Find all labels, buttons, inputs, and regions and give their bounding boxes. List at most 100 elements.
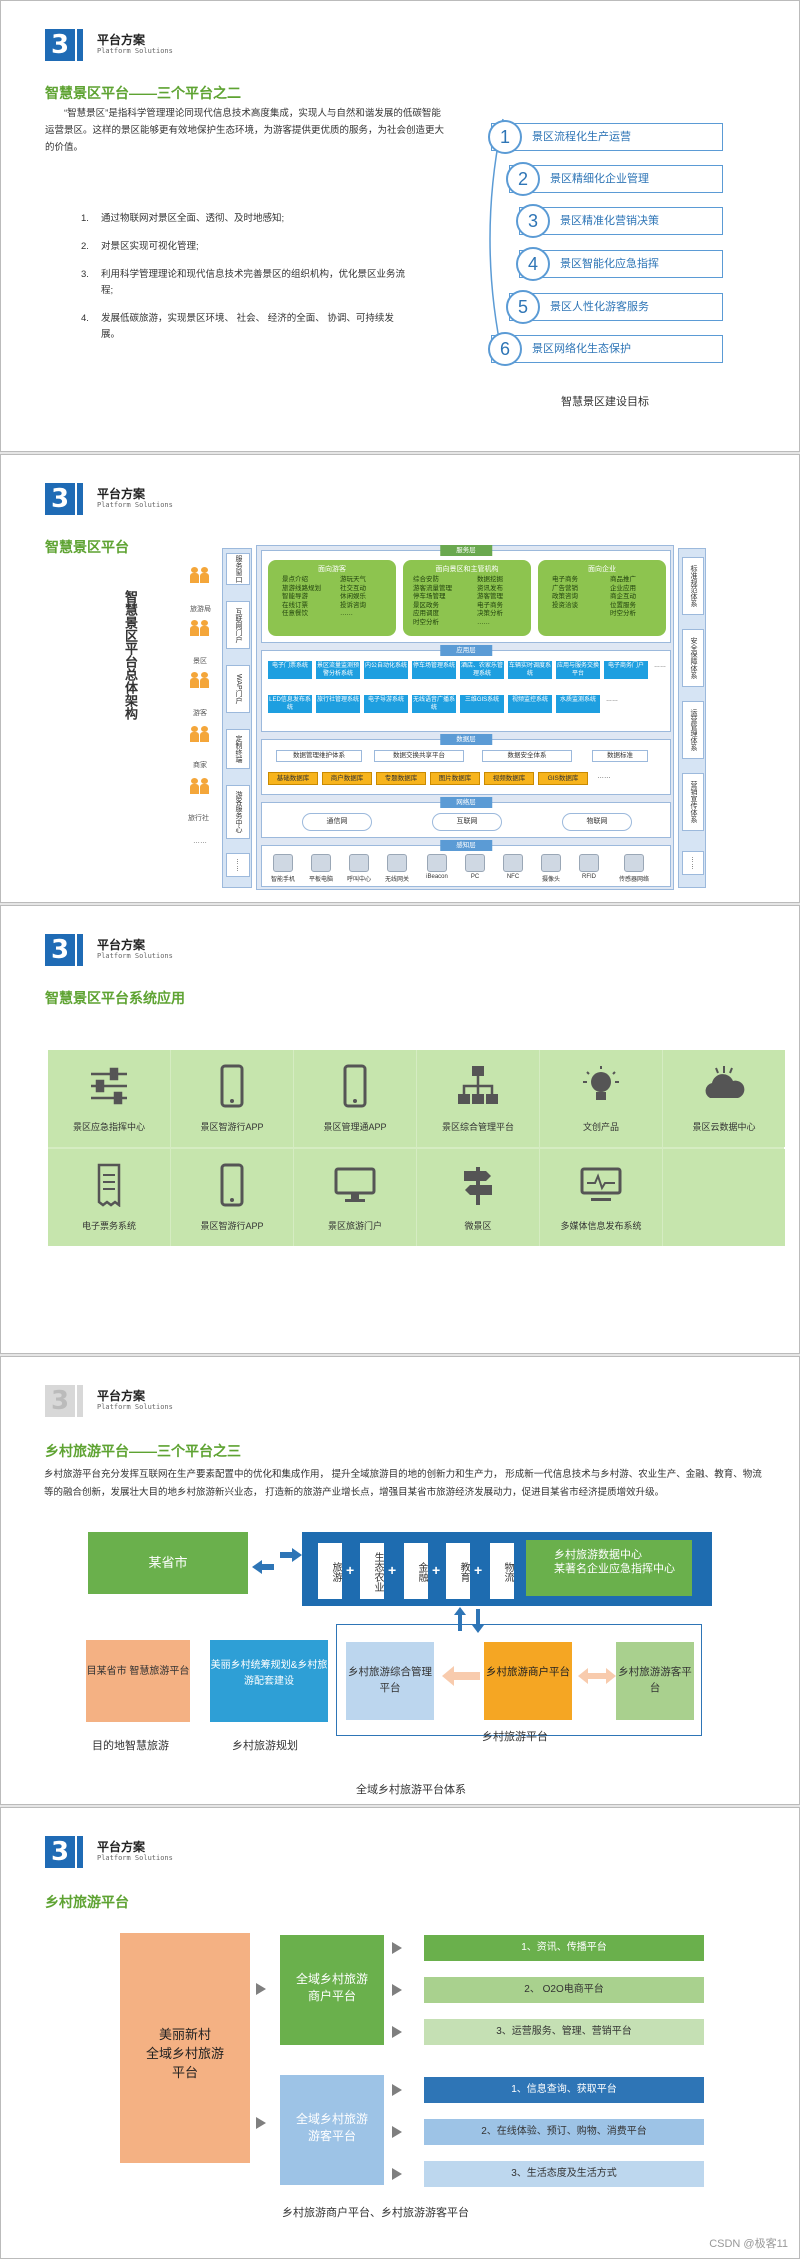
arrow-right-icon [392,1942,402,1954]
data-center-box: 乡村旅游数据中心 某著名企业应急指挥中心 [526,1540,692,1596]
arrow-right-icon [392,2026,402,2038]
header-subtitle: Platform Solutions [97,501,173,509]
logo-3-icon: 3 [45,29,83,61]
app-cell[interactable]: 文创产品 [540,1050,662,1147]
sector-cell: 物流 [490,1543,514,1599]
app-tile: 车辆实时调度系统 [508,661,552,679]
list-item: 3.利用科学管理理论和现代信息技术完善景区的组织机构，优化景区业务流程; [81,269,406,296]
rural-planning-box: 美丽乡村统筹规划&乡村旅游配套建设 [210,1640,328,1722]
header-subtitle: Platform Solutions [97,47,173,55]
device-item: PC [458,854,492,880]
person-icon [190,567,199,583]
signpost-icon [464,1167,492,1205]
service-col: 数据挖掘资讯发布游客管理电子商务决策分析…… [477,576,503,626]
up-down-arrow-icon [454,1607,484,1633]
network-cloud: 物联网 [562,813,632,831]
app-cell[interactable]: 多媒体信息发布系统 [540,1149,662,1246]
device-item: 摄像头 [534,854,568,883]
app-cell[interactable]: 景区智游行APP [171,1149,293,1246]
database-item: GIS数据库 [538,772,588,785]
app-tile: 景区流量监测预警分析系统 [316,661,360,679]
phone-icon [220,1163,244,1207]
app-cell[interactable]: 景区管理通APP [294,1050,416,1147]
logo-3-icon: 3 [45,1836,83,1868]
monitor-icon [334,1167,376,1202]
sector-cell: 生态农业 [360,1543,384,1599]
app-tile: 视频监控系统 [508,695,552,713]
double-arrow-icon [252,1548,302,1574]
app-cell[interactable]: 景区旅游门户 [294,1149,416,1246]
app-tile: 内公自动化系统 [364,661,408,679]
person-icon [200,726,209,742]
logo-3-icon: 3 [45,483,83,515]
person-icon [200,672,209,688]
layer-tag: 服务层 [440,545,492,556]
app-cell[interactable]: 景区综合管理平台 [417,1050,539,1147]
arrow-right-icon [392,2084,402,2096]
app-tile: …… [652,661,668,679]
person-icon [190,620,199,636]
database-item: …… [596,772,612,784]
device-item: 呼叫中心 [342,854,376,883]
sector-cell: 金融 [404,1543,428,1599]
system-cell: 标准规范体系 [682,557,704,615]
channel-cell: 游客服务中心 [226,785,250,839]
visitor-item: 3、生活态度及生活方式 [424,2161,704,2187]
tablet-icon [311,854,331,872]
layer-tag: 应用层 [440,645,492,656]
database-item: 图片数据库 [430,772,480,785]
arrow-right-icon [256,2117,266,2129]
slide-smart-scenic-intro: 3 平台方案 Platform Solutions 智慧景区平台——三个平台之二… [0,0,800,452]
layer-tag: 网络层 [440,797,492,808]
channel-cell: 服务窗口 [226,553,250,585]
app-tile: 应用与服务交换平台 [556,661,600,679]
person-icon [190,778,199,794]
people-label: 旅行社 [188,815,209,822]
architecture-diagram: 服务层 面向游客 景点介绍旅游线路规划智能导游在线订票任意餐饮 游玩天气社交互动… [256,545,674,890]
access-channels-column: 服务窗口 互联网门户 WAP门户 定制终端 游客服务中心 …… [222,548,252,888]
merchant-item: 1、资讯、传播平台 [424,1935,704,1961]
visitor-platform-box: 全域乡村旅游 游客平台 [280,2075,384,2185]
header-title: 平台方案 [97,1389,146,1403]
app-tile: …… [604,695,620,713]
pc-icon [465,854,485,872]
app-layer: 应用层 电子门票系统 景区流量监测预警分析系统 内公自动化系统 停车场管理系统 … [261,645,671,732]
header-subtitle: Platform Solutions [97,952,173,960]
app-tile: 旅行社管理系统 [316,695,360,713]
sector-cell: 旅游 [318,1543,342,1599]
phone-icon [273,854,293,872]
data-item: 数据交换共享平台 [374,750,464,762]
rural-village-platform-box: 美丽新村 全域乡村旅游 平台 [120,1933,250,2163]
logo-3-icon: 3 [45,934,83,966]
app-cell[interactable]: 电子票务系统 [48,1149,170,1246]
platform-caption: 乡村旅游商户平台、乡村旅游游客平台 [282,2207,469,2219]
rural-merchant-box: 乡村旅游商户平台 [484,1642,572,1720]
app-cell[interactable]: 景区云数据中心 [663,1050,785,1147]
merchant-item: 2、 O2O电商平台 [424,1977,704,2003]
database-item: 商户数据库 [322,772,372,785]
system-cell: 营销宣传体系 [682,773,704,831]
app-cell[interactable]: 微景区 [417,1149,539,1246]
channel-cell: 定制终端 [226,729,250,769]
app-cell[interactable]: 景区应急指挥中心 [48,1050,170,1147]
rural-mgmt-box: 乡村旅游综合管理平台 [346,1642,434,1720]
destination-platform-box: 目某省市 智慧旅游平台 [86,1640,190,1722]
device-item: 传感器网络 [612,854,656,883]
sliders-icon [91,1067,127,1105]
app-cell[interactable]: 景区智游行APP [171,1050,293,1147]
service-col: 电子商务广告营销政策咨询投资洽谈 [552,576,578,609]
system-cell: 安全保障体系 [682,629,704,687]
slide-title: 智慧景区平台 [45,539,129,555]
arrow-right-icon [392,2126,402,2138]
slide-title: 智慧景区平台——三个平台之二 [45,85,241,101]
slide-title: 智慧景区平台系统应用 [45,990,185,1006]
service-col: 游玩天气社交互动休闲娱乐投诉咨询…… [340,576,366,617]
app-tile: 无线语音广播系统 [412,695,456,713]
intro-paragraph: 乡村旅游平台充分发挥互联网在生产要素配置中的优化和集成作用， 提升全域旅游目的地… [44,1469,762,1498]
lightbulb-icon [583,1066,619,1100]
device-item: 智能手机 [266,854,300,883]
